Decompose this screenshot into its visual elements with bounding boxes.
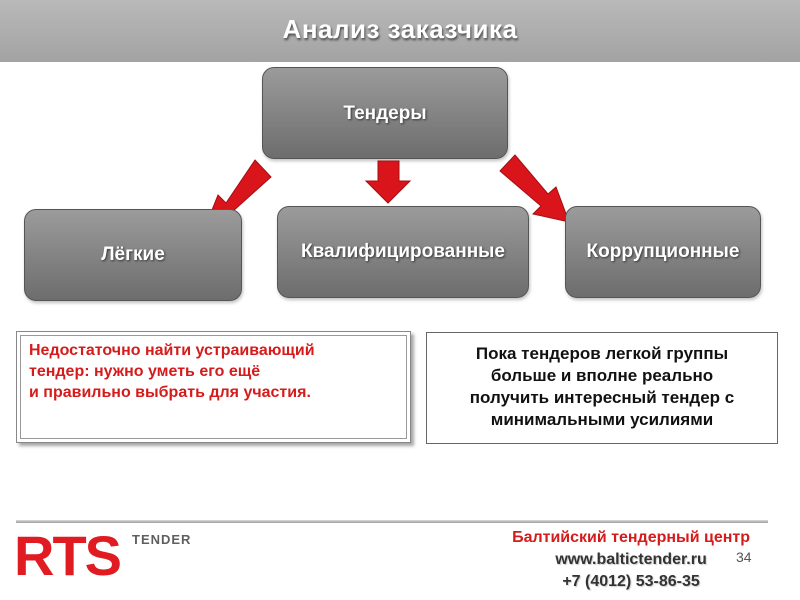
node-easy-label: Лёгкие: [101, 244, 165, 265]
node-qualified-label: Квалифицированные: [301, 241, 505, 262]
footer-org-name: Балтийский тендерный центр: [512, 529, 750, 546]
arrow-right-shape: [499, 154, 570, 223]
node-corrupt-label: Коррупционные: [586, 241, 740, 262]
arrow-middle: [364, 160, 412, 204]
note-right-line: больше и вполне реально: [490, 366, 714, 385]
node-tenders-label: Тендеры: [343, 103, 427, 124]
node-corrupt: Коррупционные: [565, 206, 761, 298]
arrow-right: [499, 154, 570, 223]
slide-header: Анализ заказчика: [0, 0, 800, 62]
footer-phone: +7 (4012) 53-86-35: [562, 573, 700, 590]
node-tenders: Тендеры: [262, 67, 508, 159]
note-right-line: минимальными усилиями: [490, 410, 714, 429]
logo-tender-text: TENDER: [132, 532, 192, 547]
note-right-line: Пока тендеров легкой группы: [475, 344, 729, 363]
note-left-text: Недостаточно найти устраивающий тендер: …: [20, 335, 407, 439]
page-number: 34: [736, 549, 752, 565]
note-left-line: тендер: нужно уметь его ещё: [29, 363, 261, 380]
node-qualified: Квалифицированные: [277, 206, 529, 298]
note-left-line: и правильно выбрать для участия.: [29, 384, 311, 401]
footer-contacts: Балтийский тендерный центр www.balticten…: [512, 527, 750, 593]
logo-rts-text: RTS: [14, 524, 122, 587]
footer-website[interactable]: www.baltictender.ru: [555, 551, 707, 568]
note-left-line: Недостаточно найти устраивающий: [29, 342, 315, 359]
footer-divider: [16, 520, 768, 523]
node-easy: Лёгкие: [24, 209, 242, 301]
slide-title: Анализ заказчика: [282, 14, 518, 44]
arrow-middle-shape: [364, 160, 412, 204]
note-left-box: Недостаточно найти устраивающий тендер: …: [16, 331, 411, 443]
note-right-line: получить интересный тендер с: [469, 388, 735, 407]
note-right-box: Пока тендеров легкой группы больше и впо…: [426, 332, 778, 444]
